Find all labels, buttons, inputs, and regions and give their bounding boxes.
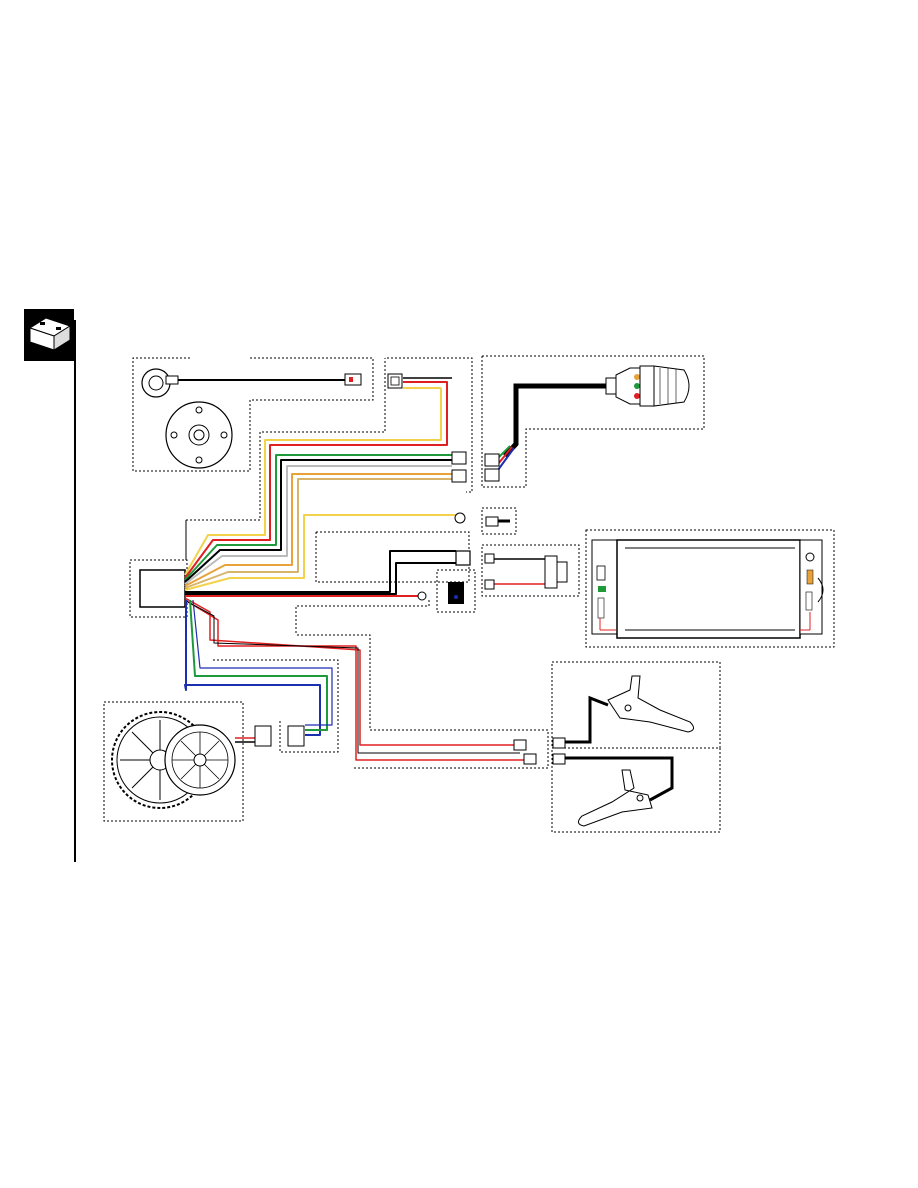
wire-white (185, 466, 452, 584)
wire-orange (185, 474, 452, 586)
power-connector (418, 592, 426, 600)
small-connector-box (316, 532, 469, 582)
section-tab (24, 309, 74, 361)
wire-tan (185, 479, 452, 588)
brake-lever-icon (565, 676, 694, 742)
controller-icon (140, 570, 185, 607)
throttle-connector-a (452, 452, 466, 464)
center-cable-box (296, 600, 429, 633)
wire-red-4 (185, 600, 525, 760)
throttle-connector-b (452, 470, 466, 482)
pas-sensor-icon (142, 369, 361, 468)
wire-black-2 (185, 551, 456, 592)
power-switch-icon (448, 582, 464, 604)
round-connector (455, 513, 465, 523)
twist-throttle-icon (485, 366, 689, 481)
brake-left-box (552, 748, 720, 832)
battery-pack-icon (592, 540, 823, 638)
charger-port-icon (485, 554, 567, 589)
brake-harness-box (296, 635, 548, 768)
key-connector (456, 551, 470, 565)
wire-yellow-2 (185, 515, 456, 590)
lock-connector-icon (486, 517, 510, 526)
hub-motor-icon (112, 712, 304, 808)
wire-red-3 (185, 598, 516, 745)
wire-bundle (185, 378, 525, 760)
brake-lever-icon (565, 758, 672, 826)
